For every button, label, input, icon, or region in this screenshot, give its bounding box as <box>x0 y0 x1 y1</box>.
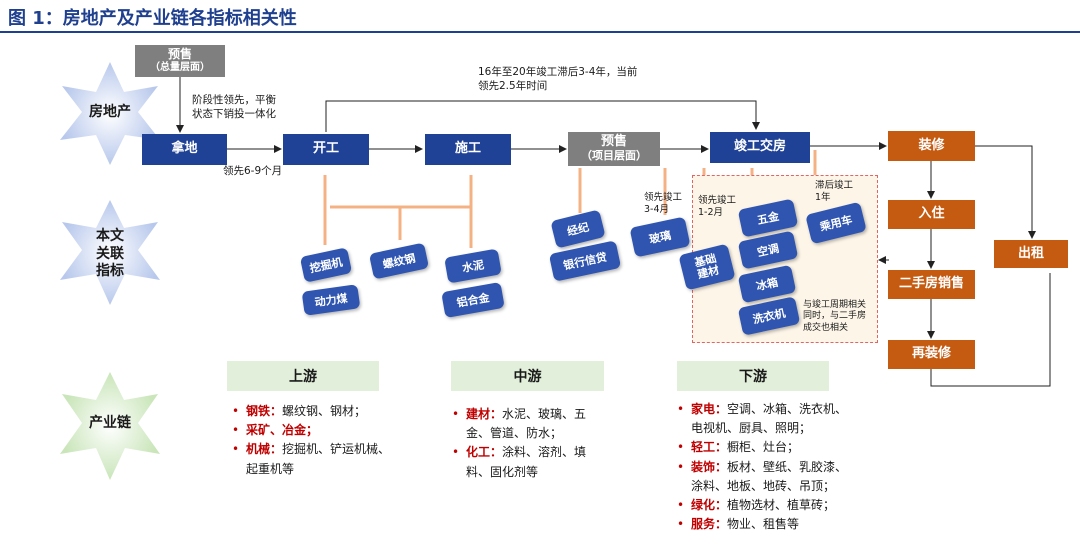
note-lead-6-9: 领先6-9个月 <box>223 165 283 177</box>
chain-item: 采矿、冶金； <box>232 421 392 440</box>
chain-item: 服务：物业、租售等 <box>677 515 852 534</box>
flow-rent: 出租 <box>994 240 1068 268</box>
row-label-chain: 产业链 <box>89 415 131 431</box>
row-label-indicators: 本文 关联 指标 <box>96 228 124 279</box>
row-star-layer <box>60 62 160 480</box>
flow-decoration: 装修 <box>888 131 975 161</box>
chain-midstream-list: 建材：水泥、玻璃、五金、管道、防水； 化工：涂料、溶剂、填料、固化剂等 <box>452 405 602 482</box>
flow-redecoration: 再装修 <box>888 340 975 369</box>
chain-downstream-list: 家电：空调、冰箱、洗衣机、电视机、厨具、照明； 轻工：橱柜、灶台； 装饰：板材、… <box>677 400 852 535</box>
chain-item: 绿化：植物选材、植草砖； <box>677 496 852 515</box>
note-glass-lead: 领先竣工 3-4月 <box>644 192 683 216</box>
chain-item: 家电：空调、冰箱、洗衣机、电视机、厨具、照明； <box>677 400 852 438</box>
chain-item: 建材：水泥、玻璃、五金、管道、防水； <box>452 405 602 443</box>
chain-item: 化工：涂料、溶剂、填料、固化剂等 <box>452 443 602 481</box>
chain-item: 装饰：板材、壁纸、乳胶漆、涂料、地板、地砖、吊顶； <box>677 458 852 496</box>
flow-start: 开工 <box>283 134 369 165</box>
arrow-redecor-loop <box>930 273 1051 387</box>
presale-project-line1: 预售 <box>600 134 627 150</box>
flow-completion: 竣工交房 <box>710 132 810 163</box>
chain-item: 钢铁：螺纹钢、钢材； <box>232 402 392 421</box>
arrow-lag <box>325 100 760 132</box>
row-label-real-estate: 房地产 <box>89 104 131 120</box>
presale-total-line2: （总量层面） <box>150 62 210 74</box>
flow-move-in: 入住 <box>888 200 975 229</box>
star-real-estate <box>60 62 160 165</box>
chain-upstream-head: 上游 <box>227 361 379 391</box>
note-vehicle-lag: 滞后竣工 1年 <box>815 180 854 204</box>
note-decor-lead: 领先竣工 1-2月 <box>698 195 737 219</box>
star-indicators <box>60 200 160 305</box>
flow-land: 拿地 <box>142 134 227 165</box>
chain-item: 机械：挖掘机、铲运机械、起重机等 <box>232 440 392 478</box>
chain-midstream-head: 中游 <box>451 361 604 391</box>
flow-second-hand: 二手房销售 <box>888 270 975 299</box>
flow-construction: 施工 <box>425 134 511 165</box>
note-lag: 16年至20年竣工滞后3-4年，当前 领先2.5年时间 <box>478 66 638 92</box>
chain-upstream-list: 钢铁：螺纹钢、钢材； 采矿、冶金； 机械：挖掘机、铲运机械、起重机等 <box>232 402 392 479</box>
note-appliance: 与竣工周期相关 同时，与二手房 成交也相关 <box>803 300 867 333</box>
flow-presale-project: 预售 （项目层面） <box>568 132 660 166</box>
presale-total-line1: 预售 <box>167 47 192 62</box>
title-rule <box>0 31 1080 33</box>
arrow-decor-rent <box>975 145 1036 239</box>
chain-item: 轻工：橱柜、灶台； <box>677 438 852 457</box>
presale-project-line2: （项目层面） <box>581 149 647 163</box>
page-title: 图 1：房地产及产业链各指标相关性 <box>8 8 297 29</box>
star-chain <box>60 372 160 480</box>
chain-downstream-head: 下游 <box>677 361 829 391</box>
note-lead-phase: 阶段性领先，平衡 状态下销投一体化 <box>192 94 276 120</box>
presale-total-box: 预售 （总量层面） <box>135 45 225 77</box>
